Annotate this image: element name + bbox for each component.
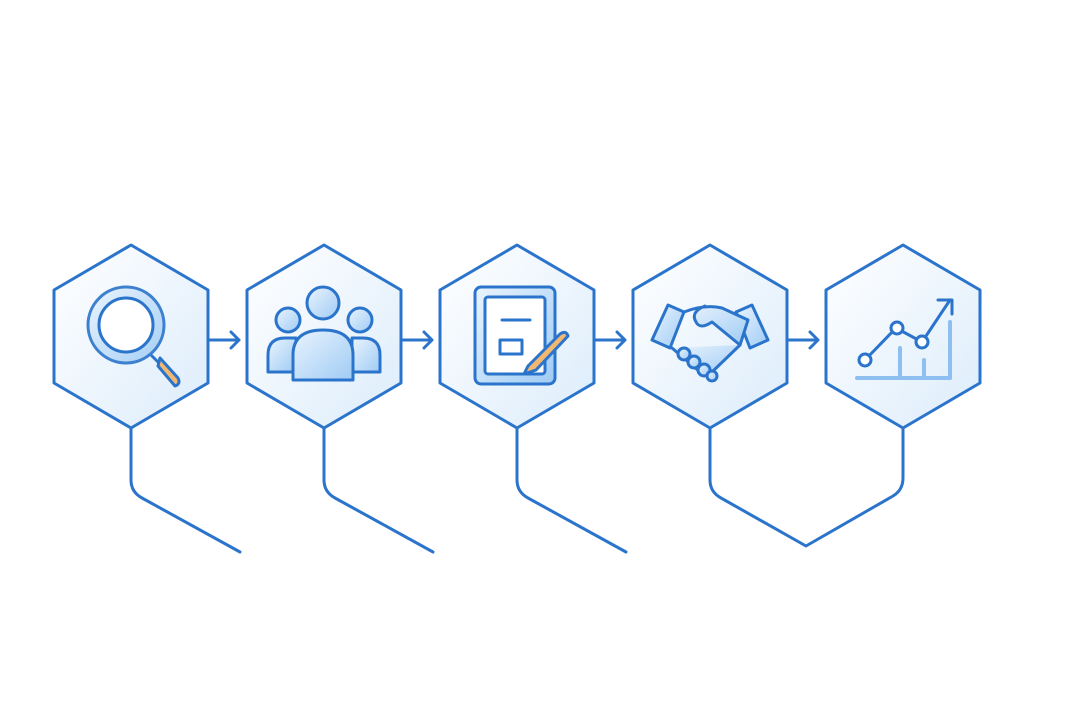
handshake-icon — [650, 303, 770, 383]
arrow-connector-4 — [785, 330, 820, 350]
tail-loop-4-5 — [708, 426, 905, 548]
document-pen-icon — [473, 285, 570, 386]
tail-line-2 — [322, 426, 435, 554]
arrow-connector-3 — [592, 330, 627, 350]
tail-line-3 — [515, 426, 628, 554]
magnifying-glass-icon — [86, 285, 181, 388]
arrow-connector-1 — [206, 330, 241, 350]
user-group-icon — [266, 285, 382, 382]
arrow-connector-2 — [399, 330, 434, 350]
tail-line-1 — [129, 426, 242, 554]
step-hexagon-5 — [824, 243, 982, 430]
growth-chart-icon — [855, 298, 954, 380]
